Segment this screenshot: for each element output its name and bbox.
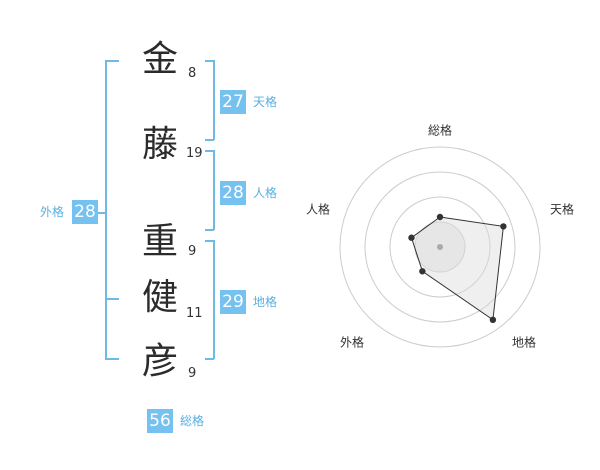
soukaku-label: 総格 (180, 414, 205, 428)
radar-ring-3 (364, 171, 516, 323)
radar-axis-label-soukaku: 総格 (427, 123, 453, 138)
radar-point-1 (436, 213, 444, 221)
name-char-1: 金 (141, 39, 178, 80)
name-char-5: 彦 (141, 341, 178, 382)
tenkaku-value-badge: 27 (220, 90, 246, 114)
radar-axis-label-jinkaku: 人格 (305, 202, 331, 217)
gaikaku-connector (98, 212, 106, 214)
radar-axis-label-chikaku: 地格 (511, 335, 537, 350)
radar-point-2 (500, 223, 507, 230)
tenkaku-bracket-bottom (205, 139, 214, 141)
stroke-count-1: 8 (188, 66, 197, 81)
radar-axis-label-tenkaku: 天格 (549, 202, 575, 217)
gaikaku-bracket-mid (105, 298, 119, 300)
gaikaku-bracket-bottom (105, 358, 119, 360)
gaikaku-value-badge: 28 (72, 200, 98, 224)
gaikaku-bracket-top (105, 60, 119, 62)
tenkaku-bracket-vertical (213, 60, 215, 140)
radar-point-5 (408, 234, 415, 241)
jinkaku-bracket-vertical (213, 150, 215, 230)
tenkaku-bracket-top (205, 60, 214, 62)
name-char-2: 藤 (141, 124, 178, 165)
radar-center-dot (437, 244, 443, 250)
stroke-count-3: 9 (188, 244, 197, 259)
gaikaku-bracket-vertical (105, 60, 107, 358)
radar-ring-2 (389, 196, 491, 298)
soukaku-value-badge: 56 (147, 409, 173, 433)
gaikaku-label: 外格 (40, 205, 65, 219)
radar-point-3 (489, 316, 497, 324)
stroke-count-2: 19 (186, 146, 203, 161)
chikaku-value-badge: 29 (220, 290, 246, 314)
jinkaku-bracket-top (205, 150, 214, 152)
radar-polygon (410, 216, 504, 321)
stroke-count-4: 11 (186, 306, 203, 321)
jinkaku-bracket-bottom (205, 229, 214, 231)
tenkaku-label: 天格 (253, 95, 278, 109)
jinkaku-label: 人格 (253, 186, 278, 200)
chikaku-label: 地格 (253, 295, 278, 309)
name-char-4: 健 (141, 277, 178, 318)
stroke-count-5: 9 (188, 366, 197, 381)
name-char-3: 重 (141, 221, 178, 262)
jinkaku-value-badge: 28 (220, 181, 246, 205)
chikaku-bracket-bottom (205, 358, 214, 360)
chikaku-bracket-top (205, 240, 214, 242)
radar-ring-4 (339, 146, 541, 348)
radar-axis-label-gaikaku: 外格 (339, 335, 365, 350)
radar-point-4 (419, 268, 426, 275)
chikaku-bracket-vertical (213, 240, 215, 359)
